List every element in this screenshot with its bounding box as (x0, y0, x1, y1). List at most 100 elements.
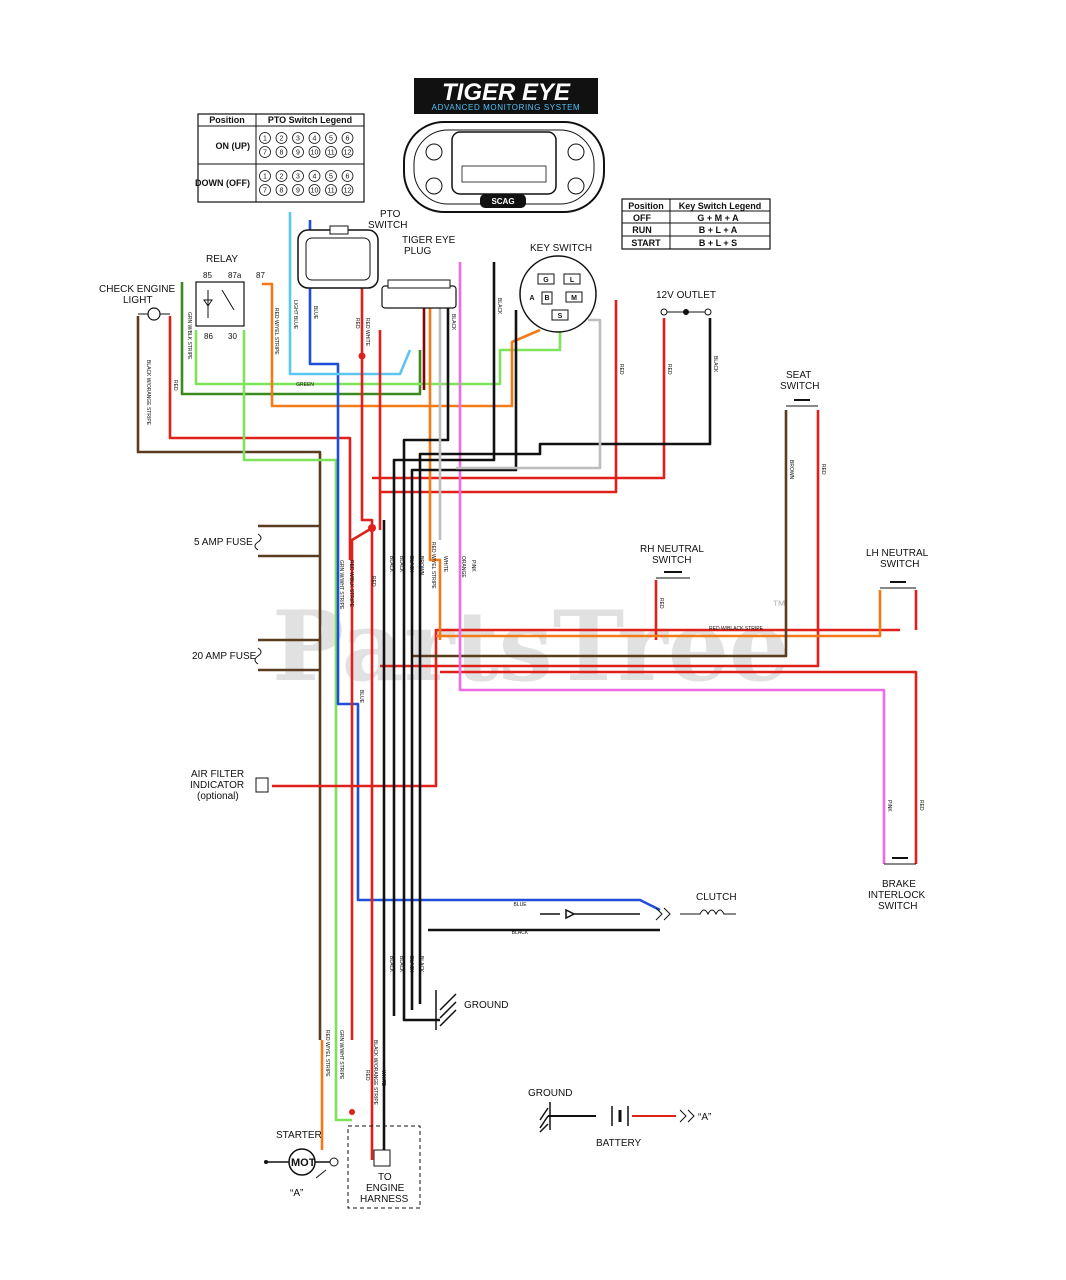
label-black-harness-2: BLACK (398, 556, 404, 573)
brake-interlock-switch-icon (884, 857, 916, 865)
outlet-12v-label: 12V OUTLET (656, 290, 716, 301)
fuse-20-label: 20 AMP FUSE (192, 651, 257, 662)
pto-pin-number: 1 (263, 136, 267, 143)
tiger-eye-plug-connector (381, 279, 457, 309)
pto-switch-legend: Position PTO Switch Legend ON (UP) DOWN … (195, 113, 365, 203)
pto-pin-number: 4 (313, 174, 317, 181)
key-pin-label: L (570, 277, 575, 284)
fuse-5-label: 5 AMP FUSE (194, 537, 253, 548)
label-black-key: BLACK (496, 298, 502, 315)
starter-label: STARTER (276, 1130, 322, 1141)
pto-pin-circle (341, 146, 354, 158)
label-red-12v: RED (666, 364, 672, 375)
pto-pin-circle (275, 184, 288, 196)
battery-icon (539, 1102, 695, 1133)
pto-pin-number: 9 (296, 188, 300, 195)
pto-pin-circle (275, 170, 288, 182)
pto-pin-circle (308, 146, 321, 158)
pto-pin-circle (292, 170, 304, 182)
battery-label: BATTERY (596, 1138, 642, 1149)
display-brand: SCAG (491, 197, 514, 206)
key-legend-start-value: B + L + S (699, 238, 737, 248)
pto-pin-number: 8 (280, 150, 284, 157)
relay-pin-86: 86 (204, 332, 213, 341)
wires (136, 212, 918, 1163)
label-pink-harness: PINK (470, 560, 476, 572)
pto-pin-number: 3 (296, 136, 300, 143)
relay-pin-87: 87 (256, 271, 265, 280)
pto-pin-number: 9 (296, 150, 300, 157)
relay-pin-87a: 87a (228, 271, 242, 280)
label-red-key: RED (618, 364, 624, 375)
key-switch-legend: Position Key Switch Legend OFF G + M + A… (621, 198, 771, 250)
label-brown-harness: BROWN (418, 556, 424, 576)
key-legend-start: START (631, 238, 661, 248)
wire-red-seat (380, 410, 820, 668)
label-black-clutch: BLACK (512, 930, 529, 936)
label-red-engine: RED (364, 1070, 370, 1081)
pto-switch-connector (297, 225, 379, 289)
label-red-wblk: RED W/BLK STRIPE (348, 560, 354, 608)
pto-legend-header-position: Position (209, 115, 245, 125)
label-blue-harness: BLUE (358, 690, 364, 704)
label-blue-pto: BLUE (312, 306, 318, 320)
pto-pin-circle (259, 184, 271, 196)
key-pin-label: A (529, 295, 534, 302)
air-filter-indicator-icon (255, 777, 269, 793)
label-red-cel: RED (172, 380, 178, 391)
label-red-wyel-harness: RED W/YEL STRIPE (430, 542, 436, 589)
pto-pin-circle (259, 132, 271, 144)
pto-pin-circle (308, 184, 321, 196)
pto-pin-number: 5 (329, 174, 333, 181)
wire-pink-brake (458, 262, 886, 864)
wire-black-3 (410, 310, 518, 1010)
key-pin-label: B (544, 295, 549, 302)
pto-legend-down-off: DOWN (OFF) (195, 178, 250, 188)
key-legend-run-value: B + L + A (699, 225, 738, 235)
label-black-ground-3: BLACK (408, 956, 414, 973)
watermark-tm: ™ (772, 597, 786, 613)
label-black-worg-engine: BLACK W/ORANGE STRIPE (372, 1040, 378, 1106)
label-grn-wblk: GRN W/BLK STRIPE (186, 312, 192, 360)
pto-pin-number: 2 (280, 174, 284, 181)
logo-title: TIGER EYE (442, 79, 571, 106)
pto-pin-circle (325, 132, 337, 144)
label-black-plug: BLACK (450, 314, 456, 331)
label-black-harness-1: BLACK (388, 556, 394, 573)
wire-brown-seat (412, 410, 788, 658)
pto-pin-number: 10 (311, 150, 319, 157)
logo-panel (414, 78, 598, 114)
pto-pin-circle (275, 146, 288, 158)
label-orange-harness: ORANGE (460, 556, 466, 578)
label-white-harness: WHITE (442, 556, 448, 573)
pto-pin-circle (325, 170, 337, 182)
label-grn-wht-starter: GRN W/WHT STRIPE (338, 1030, 344, 1080)
ground-main-icon (435, 990, 457, 1030)
label-red-white: RED WHITE (364, 318, 370, 347)
pto-pin-number: 1 (263, 174, 267, 181)
label-blue-clutch: BLUE (513, 902, 527, 908)
label-red-brake: RED (918, 800, 924, 811)
key-legend-header-title: Key Switch Legend (679, 201, 762, 211)
pto-pin-number: 10 (311, 188, 319, 195)
ground-battery-label: GROUND (528, 1088, 572, 1099)
wire-orange-lh-neutral (436, 590, 882, 638)
label-grn-wht: GRN W/WHT STRIPE (338, 560, 344, 610)
wire-orange-center (428, 300, 442, 640)
pto-pin-number: 7 (263, 150, 267, 157)
pto-pin-circle (275, 132, 288, 144)
pto-pin-circle (292, 146, 304, 158)
label-red-wyel: RED W/YEL STRIPE (273, 308, 279, 355)
wire-red-keyswitch (380, 300, 618, 494)
pto-pin-number: 6 (346, 136, 350, 143)
logo-subtitle: ADVANCED MONITORING SYSTEM (432, 103, 581, 112)
pto-pin-circle (308, 132, 321, 144)
